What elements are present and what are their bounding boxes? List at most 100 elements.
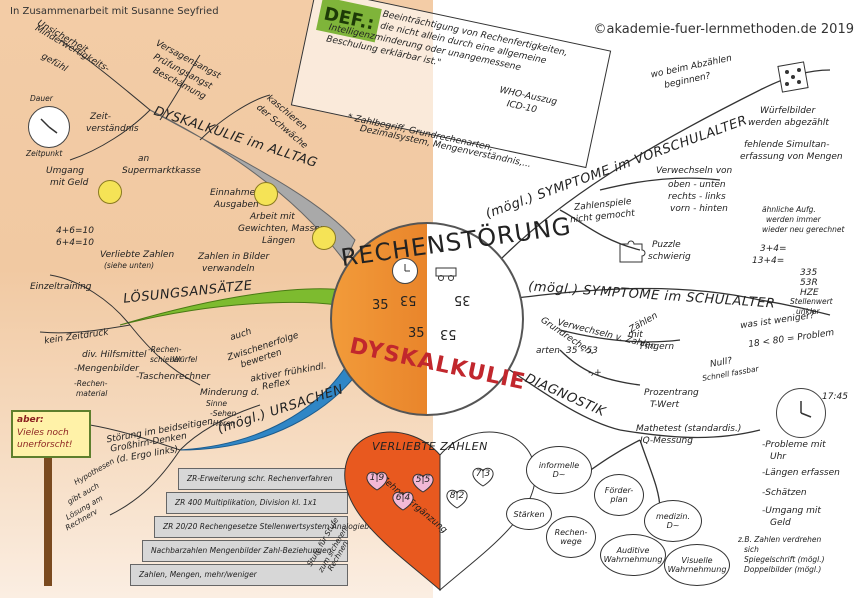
aber-label: aber: bbox=[17, 415, 44, 425]
note: Zeit- bbox=[90, 112, 111, 122]
note: Arbeit mit bbox=[250, 212, 295, 222]
bubble-line: Auditive bbox=[616, 546, 650, 555]
note: HZE bbox=[800, 288, 819, 298]
note: mit Geld bbox=[50, 178, 89, 188]
bubble-foerderplan: Förder-plan bbox=[594, 474, 644, 516]
bubble-line: informelle bbox=[538, 461, 580, 470]
bubble-line: medizin. bbox=[655, 512, 691, 521]
clock-icon bbox=[776, 388, 826, 438]
note: vorn - hinten bbox=[670, 204, 728, 214]
aber-sign: aber: Vieles noch unerforscht! bbox=[11, 410, 91, 458]
note: Sinne bbox=[206, 399, 227, 408]
puzzle-icon bbox=[619, 240, 646, 263]
note: 4+6=10 bbox=[56, 226, 94, 236]
note: Spiegelschrift (mögl.) bbox=[744, 555, 825, 564]
note: -Rechen- bbox=[148, 345, 182, 354]
note: Minderung d. bbox=[200, 388, 260, 398]
stair-label: ZR 400 Multiplikation, Division kl. 1x1 bbox=[175, 498, 318, 507]
center-number: 35 bbox=[372, 298, 389, 313]
note: -Mengenbilder bbox=[74, 364, 139, 374]
note: Verwechseln von bbox=[656, 166, 733, 176]
note: oben - unten bbox=[668, 180, 726, 190]
bubble-line: D~ bbox=[552, 470, 566, 479]
note: werden immer bbox=[766, 215, 821, 224]
note: -Probleme mit bbox=[762, 440, 826, 450]
aber-text: unerforscht! bbox=[17, 440, 73, 450]
note: sich bbox=[744, 545, 759, 554]
note: Einzeltraining bbox=[30, 282, 92, 292]
stair-step: Zahlen, Mengen, mehr/weniger bbox=[130, 564, 348, 586]
dice-icon bbox=[777, 61, 809, 93]
stair-step: Nachbarzahlen Mengenbilder Zahl-Beziehun… bbox=[142, 540, 348, 562]
heart-pair: 7|3 bbox=[472, 466, 494, 488]
sad-face-icon bbox=[254, 182, 278, 206]
note: 53R bbox=[800, 278, 818, 288]
note: z.B. Zahlen verdrehen bbox=[738, 535, 822, 544]
note: -,+ bbox=[588, 368, 602, 378]
note: 35 - 53 bbox=[566, 346, 598, 356]
heart-pair-label: 6|4 bbox=[395, 493, 411, 503]
note: Doppelbilder (mögl.) bbox=[744, 565, 822, 574]
note: Puzzle bbox=[652, 240, 681, 250]
sad-face-icon bbox=[312, 226, 336, 250]
note: Geld bbox=[770, 518, 791, 528]
heart-pair: 1|9 bbox=[366, 470, 388, 492]
bubble-line: Förder- bbox=[604, 486, 634, 495]
bubble-rechenwege: Rechen-wege bbox=[546, 516, 596, 558]
bubble-line: Wahrnehmung bbox=[603, 555, 663, 564]
note: wieder neu gerechnet bbox=[762, 225, 845, 234]
note: unklar bbox=[796, 307, 820, 316]
stair-step: ZR 20/20 Rechengesetze Stellenwertsystem… bbox=[154, 516, 381, 538]
note: Uhr bbox=[770, 452, 786, 462]
branch-alltag-shape bbox=[149, 109, 356, 263]
note: Einnahmen bbox=[210, 188, 261, 198]
digital-clock-readout: 17:45 bbox=[822, 392, 848, 402]
note: schwierig bbox=[648, 252, 691, 262]
note: -Rechen- bbox=[74, 379, 108, 388]
bubble-line: Visuelle bbox=[681, 556, 713, 565]
center-number: 35 bbox=[454, 292, 471, 307]
heart-pair: 6|4 bbox=[392, 490, 414, 512]
note: Ausgaben bbox=[214, 200, 259, 210]
note: mit bbox=[628, 330, 643, 340]
note: Supermarktkasse bbox=[122, 166, 201, 176]
clock-icon bbox=[392, 258, 418, 284]
note: -Würfel bbox=[170, 355, 198, 364]
note: 6+4=10 bbox=[56, 238, 94, 248]
bubble-line: Stärken bbox=[513, 509, 545, 519]
heart-pair-label: 5|5 bbox=[415, 475, 431, 485]
note: IQ-Messung bbox=[640, 436, 693, 446]
note: ähnliche Aufg. bbox=[762, 205, 816, 214]
note: rechts - links bbox=[668, 192, 726, 202]
note: Längen bbox=[262, 236, 296, 246]
heart-pair-label: 1|9 bbox=[369, 473, 385, 483]
bubble-line: wege bbox=[560, 537, 582, 546]
note: fehlende Simultan- bbox=[744, 140, 830, 150]
note: schieber bbox=[150, 355, 182, 364]
branch-loesungen-shape bbox=[119, 288, 346, 326]
heart-title: VERLIEBTE ZAHLEN bbox=[372, 440, 488, 453]
note: Verliebte Zahlen bbox=[100, 250, 175, 260]
note: Fingern bbox=[640, 342, 675, 352]
stair-label: Nachbarzahlen Mengenbilder Zahl-Beziehun… bbox=[151, 546, 332, 555]
note: -Hören bbox=[210, 419, 236, 428]
credit-right: ©akademie-fuer-lernmethoden.de 2019 bbox=[593, 22, 854, 37]
note: div. Hilfsmittel bbox=[82, 350, 147, 360]
note: (siehe unten) bbox=[104, 261, 155, 270]
heart-pair: 5|5 bbox=[412, 472, 434, 494]
note: Zeitpunkt bbox=[26, 149, 63, 158]
aber-text: Vieles noch bbox=[17, 428, 69, 438]
note: T-Wert bbox=[650, 400, 679, 410]
stair-step: ZR-Erweiterung schr. Rechenverfahren bbox=[178, 468, 348, 490]
center-number: 35 bbox=[408, 326, 425, 341]
note: Gewichten, Massen bbox=[238, 224, 326, 234]
note: -Sehen bbox=[210, 409, 237, 418]
stair-label: ZR 20/20 Rechengesetze Stellenwertsystem… bbox=[163, 522, 381, 531]
heart-pair: 8|2 bbox=[446, 488, 468, 510]
stair-label: ZR-Erweiterung schr. Rechenverfahren bbox=[187, 474, 333, 483]
note: Würfelbilder bbox=[760, 106, 816, 116]
stair-label: Zahlen, Mengen, mehr/weniger bbox=[139, 570, 257, 579]
